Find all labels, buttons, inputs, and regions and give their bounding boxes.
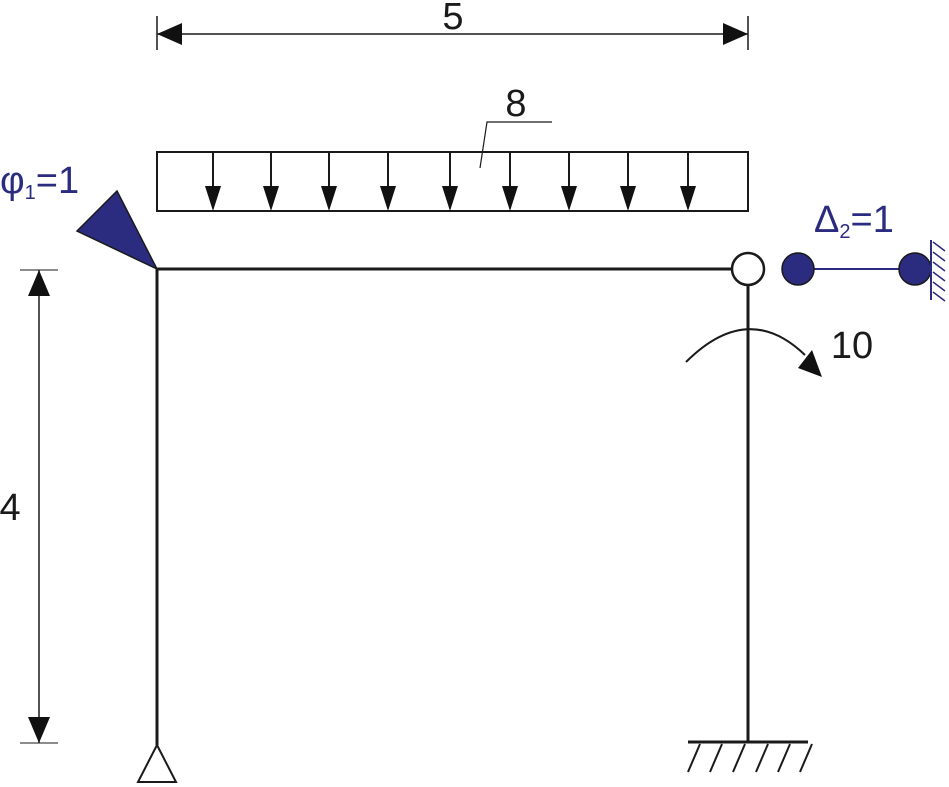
rotation-value: =1 — [36, 160, 79, 202]
load-arrows — [205, 152, 696, 211]
displacement-symbol: Δ — [814, 199, 839, 241]
span-arrow-right — [723, 23, 748, 45]
span-dimension: 5 — [156, 0, 749, 50]
rotation-subscript: 1 — [25, 182, 36, 204]
moment-arc — [685, 328, 806, 363]
load-arrow — [680, 152, 696, 211]
load-arrow — [502, 152, 518, 211]
span-dimension-label: 5 — [442, 0, 463, 38]
frame — [155, 251, 766, 745]
span-arrow-left — [157, 23, 182, 45]
height-dimension: 4 — [0, 269, 58, 744]
moment-load: 10 — [685, 325, 873, 377]
moment-label: 10 — [831, 325, 873, 367]
load-arrow — [380, 152, 396, 211]
rotation-restraint: φ1=1 — [0, 160, 159, 271]
load-arrow — [620, 152, 636, 211]
hinge — [730, 251, 766, 287]
moment-arrowhead — [798, 350, 822, 377]
pin-support — [136, 742, 178, 783]
height-dimension-label: 4 — [0, 487, 21, 529]
restraint-node-right — [898, 252, 932, 286]
load-arrow — [561, 152, 577, 211]
distributed-load: 8 — [156, 83, 749, 212]
displacement-value: =1 — [851, 199, 894, 241]
height-arrow-bottom — [28, 717, 50, 743]
restraint-wall — [930, 240, 946, 302]
restraint-node-left — [781, 252, 815, 286]
load-arrow — [263, 152, 279, 211]
load-arrow — [321, 152, 337, 211]
load-arrow — [205, 152, 221, 211]
load-arrow — [442, 152, 458, 211]
displacement-subscript: 2 — [839, 221, 850, 243]
distributed-load-label: 8 — [505, 83, 526, 125]
load-leader-line — [479, 121, 552, 169]
height-arrow-top — [28, 270, 50, 296]
displacement-restraint: Δ2=1 — [781, 199, 946, 302]
rotation-symbol: φ — [0, 160, 25, 202]
displacement-label: Δ2=1 — [814, 199, 894, 243]
rotation-constraint-triangle — [75, 189, 159, 271]
rotation-label: φ1=1 — [0, 160, 79, 204]
fixed-support — [687, 740, 813, 773]
